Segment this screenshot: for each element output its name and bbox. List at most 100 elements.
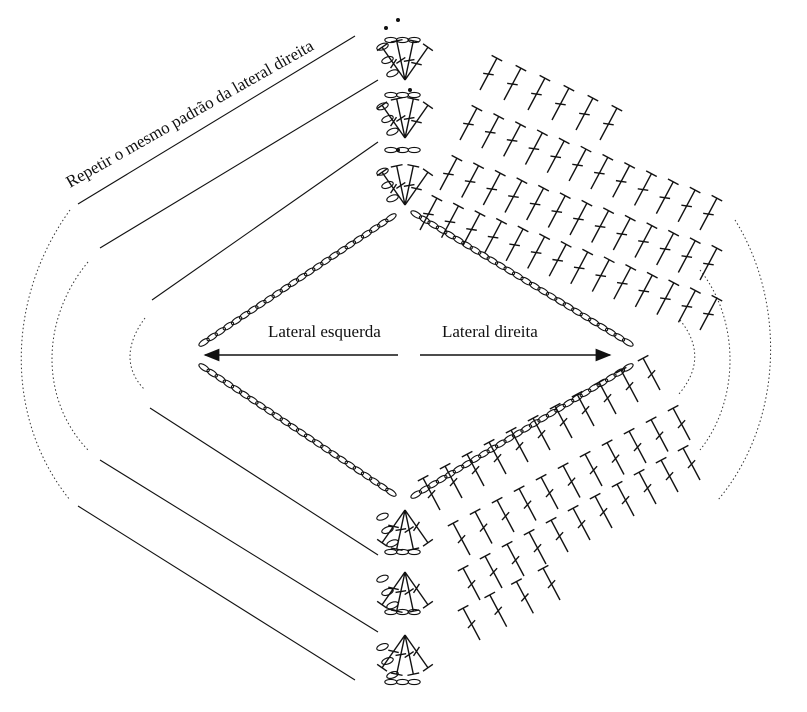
chain-stitch (376, 42, 389, 51)
chain-stitch (571, 307, 583, 317)
chain-stitch (214, 326, 227, 337)
double-crochet-symbol (557, 462, 581, 498)
double-crochet-symbol (601, 439, 625, 475)
chain-stitch (230, 384, 243, 394)
double-crochet-symbol (376, 571, 406, 609)
guide-line-lower-2 (99, 459, 379, 633)
double-crochet-symbol (634, 271, 658, 308)
chain-stitch (435, 474, 448, 484)
double-crochet-symbol (677, 287, 701, 323)
chain-stitch (255, 299, 267, 309)
chain-stitch (621, 363, 634, 372)
slip-stitch-dot (396, 148, 400, 152)
chain-stitch (520, 424, 533, 433)
double-crochet-symbol (537, 564, 561, 601)
double-crochet-symbol (419, 194, 443, 231)
chain-stitch (214, 373, 227, 384)
double-crochet-stitches (376, 38, 723, 677)
chain-stitch (407, 36, 421, 44)
chain-stitch (381, 656, 394, 666)
double-crochet-symbol (546, 137, 570, 174)
double-crochet-symbol (599, 104, 623, 141)
double-crochet-symbol (575, 94, 599, 131)
double-crochet-symbol (501, 540, 525, 577)
double-crochet-symbol (503, 64, 527, 101)
double-crochet-symbol (376, 634, 406, 672)
chain-stitch (562, 302, 575, 311)
chain-stitch (613, 368, 626, 377)
chain-stitch (571, 393, 583, 403)
double-crochet-symbol (591, 256, 615, 292)
double-crochet-symbol (527, 414, 551, 451)
chain-stitch (410, 490, 423, 499)
double-crochet-symbol (593, 378, 617, 415)
double-crochet-symbol (677, 237, 701, 273)
chain-stitch (545, 292, 558, 301)
double-crochet-symbol (503, 121, 527, 157)
double-crochet-symbol (655, 456, 679, 493)
chain-stitch (279, 417, 292, 427)
chain-stitch (461, 240, 473, 250)
double-crochet-symbol (568, 145, 592, 182)
chain-stitch (613, 332, 626, 342)
chain-stitch (604, 327, 617, 337)
dotted-curve-left-inner (129, 317, 146, 391)
chain-stitch (511, 271, 524, 281)
double-crochet-symbol (551, 84, 575, 121)
chain-stitch (376, 574, 389, 583)
double-crochet-symbol (612, 214, 636, 251)
double-crochet-symbol (390, 634, 407, 677)
chain-stitch (494, 261, 507, 271)
double-crochet-symbol (417, 474, 441, 511)
double-crochet-symbol (612, 162, 636, 198)
double-crochet-symbol (549, 402, 573, 439)
double-crochet-symbol (404, 634, 420, 677)
double-crochet-symbol (484, 591, 508, 627)
chain-stitch (360, 229, 373, 239)
chain-stitch (376, 102, 389, 111)
double-crochet-symbol (376, 43, 406, 81)
double-crochet-symbol (570, 248, 594, 285)
chain-stitch (588, 317, 600, 327)
label-repeat-note: Repetir o mesmo padrão da lateral direit… (63, 36, 318, 192)
double-crochet-symbol (513, 485, 537, 521)
chain-stitch (537, 286, 550, 296)
chain-stitch (352, 466, 365, 476)
double-crochet-symbol (655, 178, 679, 214)
double-crochet-symbol (403, 96, 420, 139)
chain-stitch (303, 433, 316, 443)
chain-stitch (271, 288, 283, 299)
chain-stitch (238, 310, 251, 320)
chain-stitch (320, 256, 332, 266)
label-left-side: Lateral esquerda (268, 322, 381, 341)
guide-line-upper-1 (77, 35, 356, 205)
double-crochet-symbol (461, 450, 485, 487)
chain-stitch (247, 305, 259, 315)
double-crochet-symbol (524, 129, 548, 165)
double-crochet-symbol (403, 38, 420, 81)
double-crochet-symbol (615, 366, 639, 403)
chain-stitch (295, 272, 308, 282)
chain-stitch (386, 194, 399, 203)
double-crochet-symbol (527, 233, 551, 269)
chain-stitch (562, 398, 575, 408)
double-crochet-symbol (440, 202, 465, 239)
double-crochet-symbol (505, 426, 529, 463)
chain-stitch (381, 55, 394, 65)
chain-stitch (385, 213, 397, 223)
chain-stitch (452, 464, 465, 474)
chain-stitch (554, 297, 566, 306)
double-crochet-symbol (462, 210, 486, 246)
chain-stitch (287, 278, 300, 288)
double-crochet-symbol (523, 528, 547, 565)
label-repeat-note-path: Repetir o mesmo padrão da lateral direit… (63, 36, 318, 192)
double-crochet-symbol (404, 509, 434, 547)
double-crochet-symbol (579, 450, 603, 487)
chain-stitch (381, 180, 394, 190)
chain-stitch (328, 251, 340, 261)
chain-stitch (344, 240, 357, 250)
slip-stitch-dot (384, 26, 388, 30)
double-crochet-symbol (623, 427, 647, 464)
double-crochet-symbol (404, 571, 420, 614)
